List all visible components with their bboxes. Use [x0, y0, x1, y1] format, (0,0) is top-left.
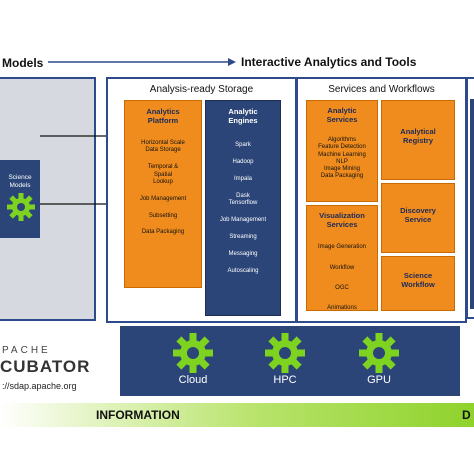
analytic-services-title: Analytic Services: [326, 106, 358, 124]
apache-line1: PACHE: [2, 345, 51, 356]
list-item: Impala: [233, 176, 252, 183]
information-right-label: D: [462, 408, 471, 422]
analytic-engines-items: Spark Hadoop Impala Dask Tensorflow Job …: [206, 125, 280, 285]
science-workflow-box: Science Workflow: [381, 256, 455, 311]
analytic-services-box: Analytic Services Algorithms Feature Det…: [306, 100, 378, 202]
services-panel-title: Services and Workflows: [328, 84, 435, 95]
list-item: Algorithms Feature Detection Machine Lea…: [318, 137, 366, 180]
interactive-analytics-label: Interactive Analytics and Tools: [241, 55, 417, 69]
list-item: OGC: [335, 285, 349, 292]
right-partial-panel: [466, 77, 474, 319]
discovery-service-box: Discovery Service: [381, 183, 455, 253]
visualization-services-box: Visualization Services Image Generation …: [306, 205, 378, 311]
analytic-engines-title: Analytic Engines: [228, 107, 258, 125]
analytical-registry-label: Analytical Registry: [400, 127, 436, 145]
list-item: Job Management: [219, 217, 267, 224]
cloud-label: Cloud: [178, 374, 208, 386]
science-workflow-label: Science Workflow: [401, 271, 435, 289]
incubator-line: CUBATOR: [0, 357, 91, 376]
information-label: INFORMATION: [96, 408, 180, 422]
compute-bar: Cloud HPC GPU: [120, 326, 460, 396]
apache-url: ://sdap.apache.org: [2, 381, 77, 391]
gear-icon: [7, 193, 35, 221]
list-item: Streaming: [229, 233, 257, 240]
information-bar: INFORMATION D: [0, 403, 474, 427]
analytical-registry-box: Analytical Registry: [381, 100, 455, 180]
list-item: Job Management: [139, 195, 187, 202]
analytics-platform-title: Analytics Platform: [146, 107, 180, 125]
science-models-label: Science Models: [8, 174, 32, 189]
visualization-services-items: Image Generation Workflow OGC Animations: [307, 229, 377, 322]
list-item: Workflow: [329, 264, 355, 271]
analysis-ready-storage-panel: Analysis-ready Storage Analytics Platfor…: [106, 77, 297, 323]
right-partial-box: [470, 99, 474, 309]
analytics-platform-box: Analytics Platform Horizontal Scale Data…: [124, 100, 202, 288]
list-item: Temporal & Spatial Lookup: [147, 164, 179, 185]
services-and-workflows-panel: Services and Workflows Analytic Services…: [296, 77, 467, 323]
analytic-engines-box: Analytic Engines Spark Hadoop Impala Das…: [205, 100, 281, 316]
header-arrow: [48, 58, 236, 66]
visualization-services-title: Visualization Services: [319, 211, 365, 229]
list-item: Animations: [327, 305, 357, 312]
list-item: Autoscaling: [227, 267, 259, 274]
analytics-platform-items: Horizontal Scale Data Storage Temporal &…: [125, 125, 201, 246]
list-item: Image Generation: [317, 244, 367, 251]
gear-icon: [265, 333, 305, 373]
discovery-service-label: Discovery Service: [400, 206, 436, 224]
science-models-box: Science Models: [0, 160, 40, 238]
list-item: Spark: [235, 142, 251, 149]
gpu-label: GPU: [367, 374, 391, 386]
list-item: Subsetting: [148, 212, 178, 219]
list-item: Hadoop: [232, 159, 254, 166]
list-item: Data Packaging: [141, 229, 185, 236]
list-item: Messaging: [228, 250, 258, 257]
storage-panel-title: Analysis-ready Storage: [149, 84, 254, 95]
analytic-services-items: Algorithms Feature Detection Machine Lea…: [307, 124, 377, 190]
gear-icon: [173, 333, 213, 373]
models-label: Models: [2, 56, 44, 70]
gear-icon: [359, 333, 399, 373]
list-item: Horizontal Scale Data Storage: [141, 140, 185, 154]
list-item: Dask Tensorflow: [228, 192, 258, 207]
hpc-label: HPC: [273, 374, 297, 386]
